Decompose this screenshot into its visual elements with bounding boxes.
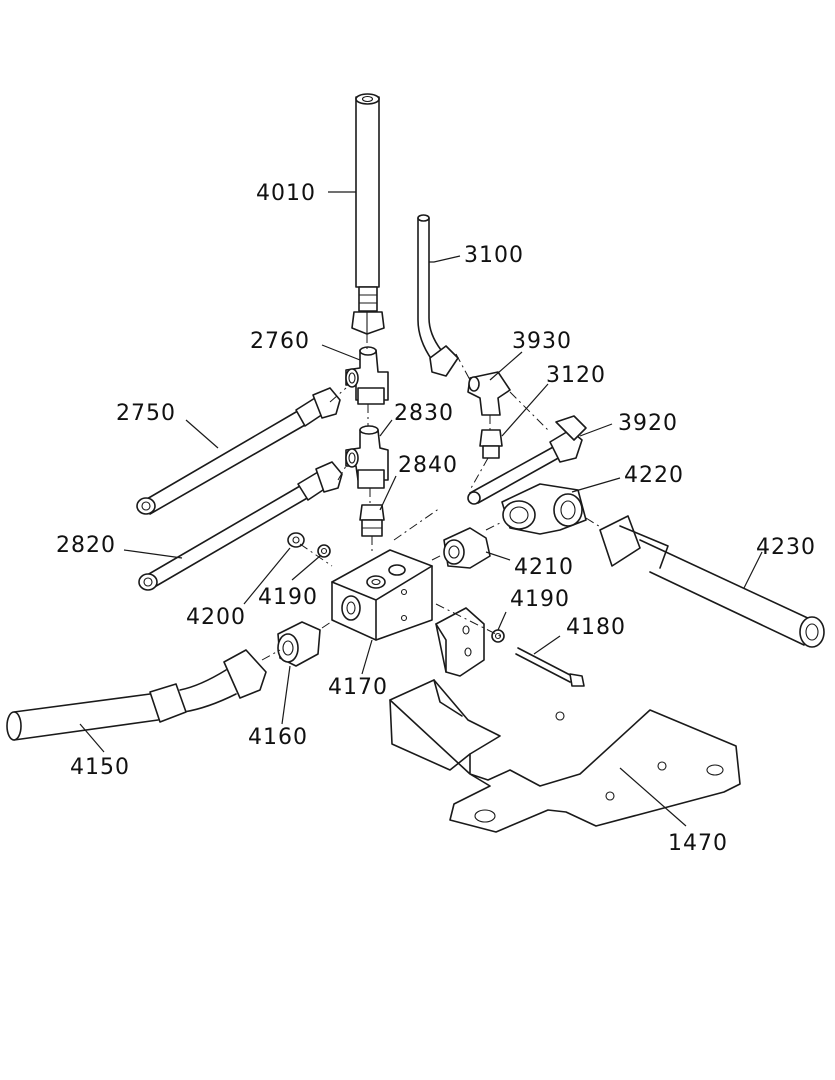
part-2820-pipe [138,461,343,591]
part-4190-washer-2 [491,629,505,643]
callout-4170: 4170 [328,675,388,700]
callout-4150: 4150 [70,755,130,780]
callout-2750: 2750 [116,401,176,426]
part-3120-fitting [479,429,503,459]
callout-1470: 1470 [668,831,728,856]
part-2760-tee [345,346,389,405]
callout-2840: 2840 [398,453,458,478]
part-4220-elbow [501,483,587,535]
part-3100-tube [417,214,459,377]
callout-4010: 4010 [256,181,316,206]
callout-4210: 4210 [514,555,574,580]
callout-4230: 4230 [756,535,816,560]
part-4230-hose [599,515,825,648]
part-2830-tee [345,425,389,489]
part-4150-hose [6,649,267,741]
part-1470-bracket [389,607,741,833]
leader-lines [79,191,763,827]
callout-2760: 2760 [250,329,310,354]
callout-2830: 2830 [394,401,454,426]
part-4200-nut [287,532,305,548]
part-4190-washer [317,544,331,558]
callout-4160: 4160 [248,725,308,750]
part-2840-adapter [359,504,385,552]
callout-2820: 2820 [56,533,116,558]
callout-4220: 4220 [624,463,684,488]
part-4210-fitting [443,527,491,569]
callout-3920: 3920 [618,411,678,436]
callout-4200: 4200 [186,605,246,630]
callout-3100: 3100 [464,243,524,268]
part-4180-bolt [515,647,585,687]
part-3920-tube [467,415,587,505]
part-4160-fitting [277,621,321,667]
part-3930-tee [467,371,511,416]
callout-4190-b: 4190 [258,585,318,610]
part-2750-pipe [136,387,341,515]
assembly-axes [261,334,603,661]
part-4170-block [331,549,433,641]
callout-3120: 3120 [546,363,606,388]
callout-3930: 3930 [512,329,572,354]
callout-4180: 4180 [566,615,626,640]
callout-labels: 4010 3100 2760 3930 3120 2750 2830 3920 … [56,181,816,856]
callout-4190-a: 4190 [510,587,570,612]
part-4010-pipe [351,93,385,335]
